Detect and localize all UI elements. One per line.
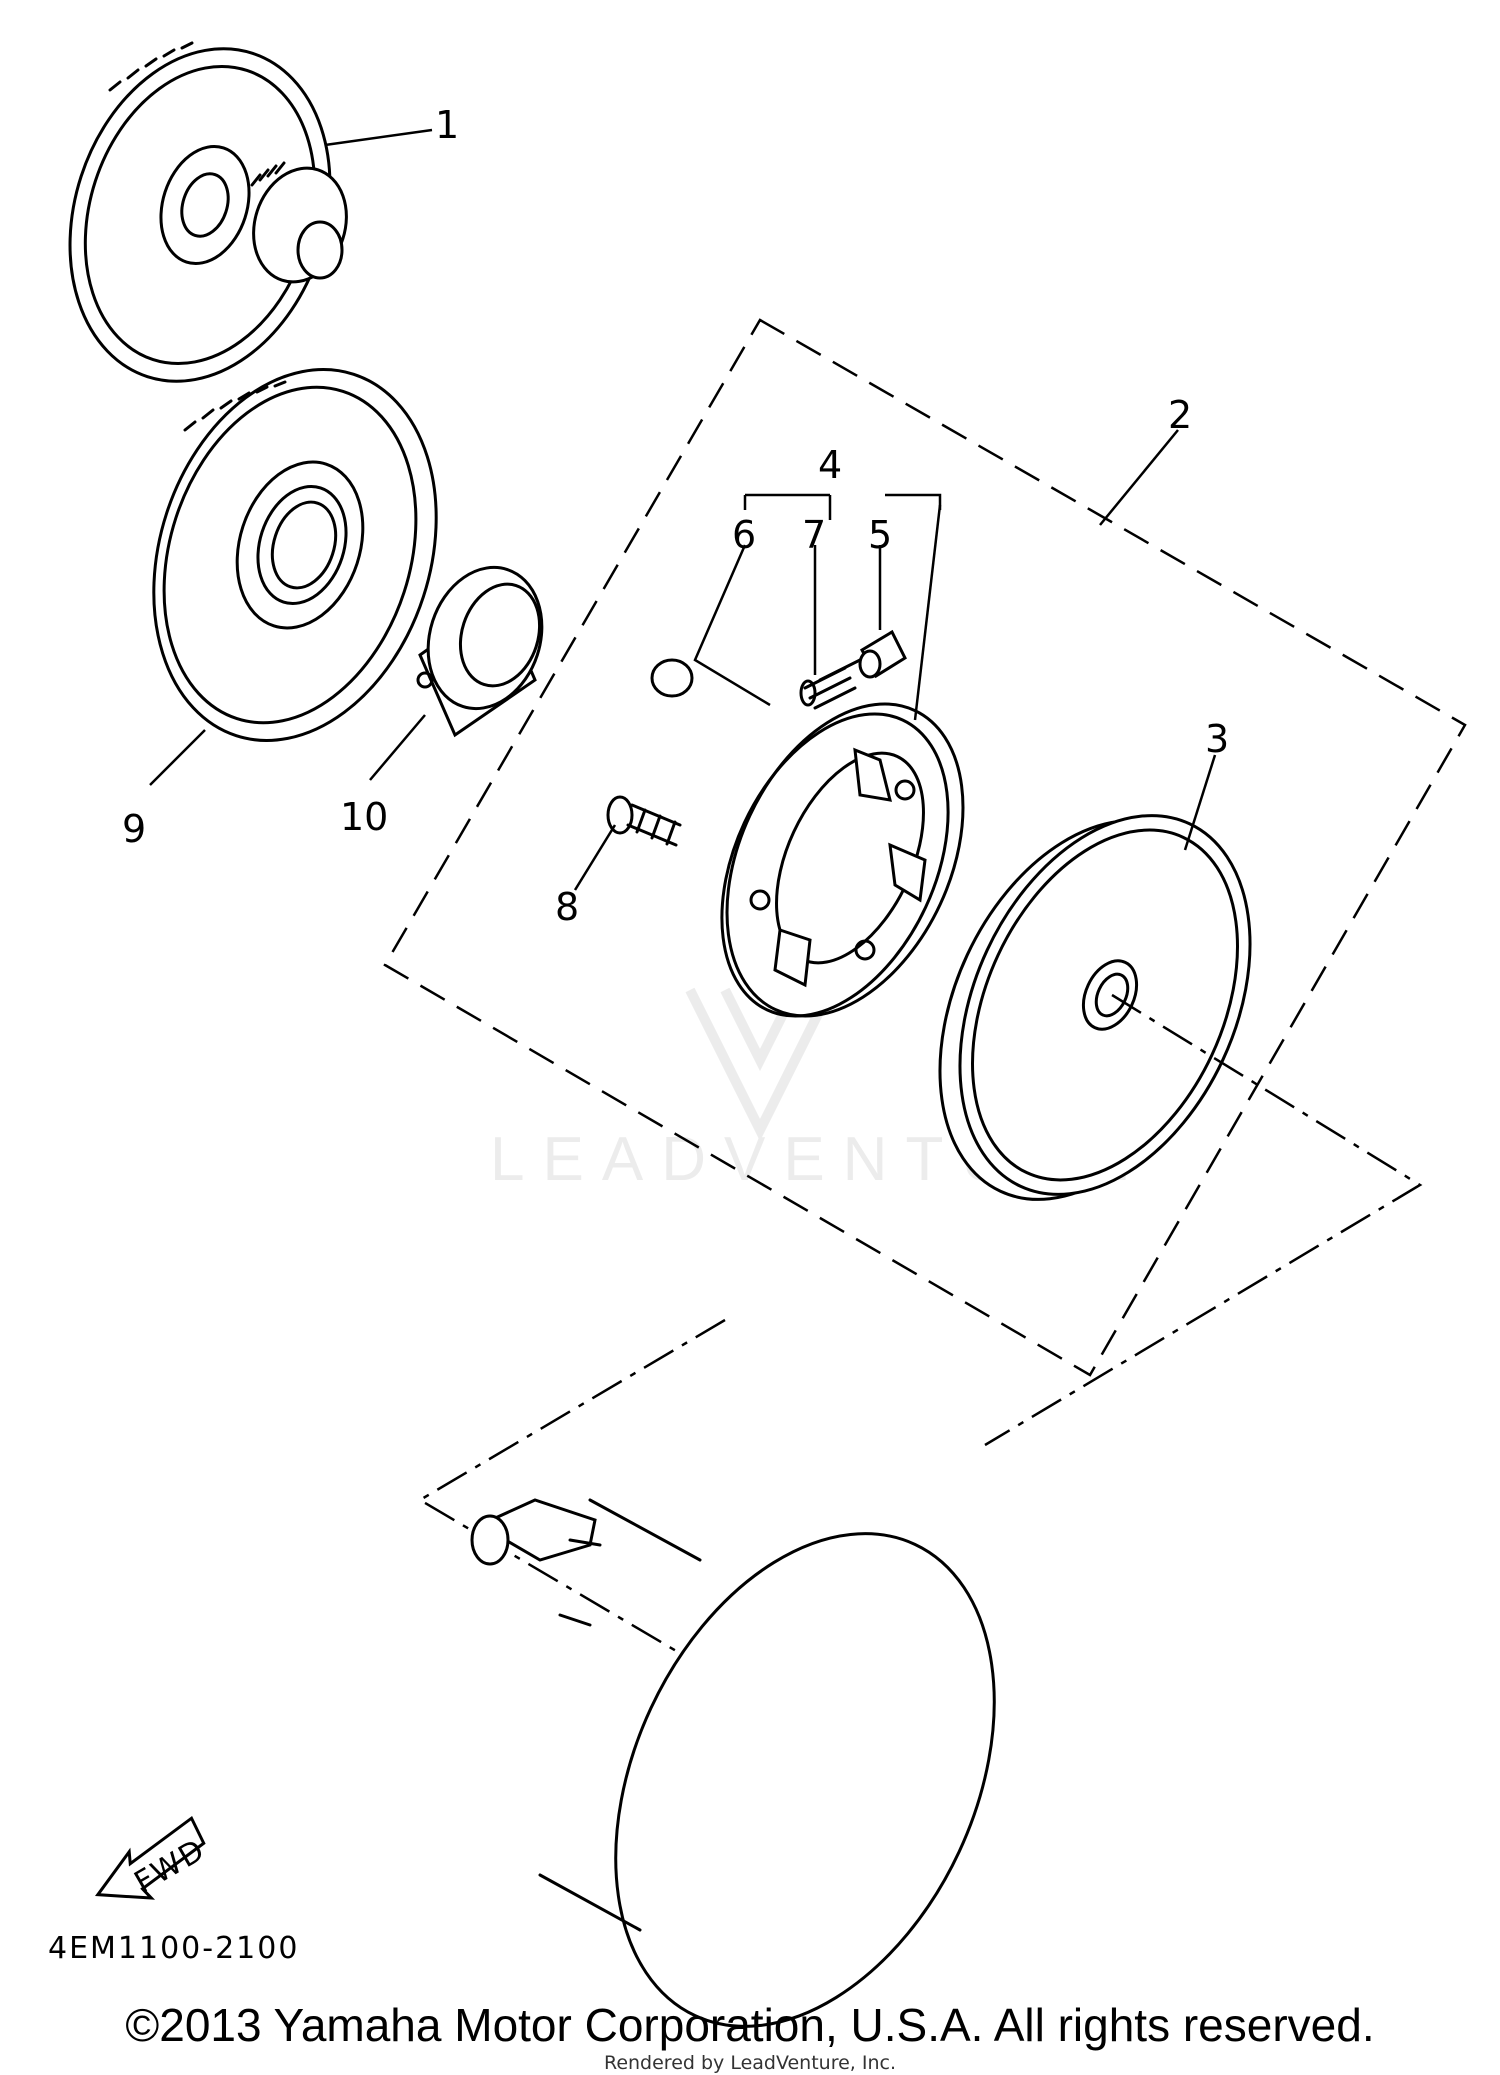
part-1-gear-assembly[interactable] [29,15,372,416]
rendered-by-notice: Rendered by LeadVenture, Inc. [603,2052,897,2074]
callout-1: 1 [435,103,459,147]
callout-10: 10 [340,795,388,839]
assembly-2-bracket [383,318,1467,1377]
leader-lines [149,128,1217,891]
part-3-starter-clutch[interactable] [883,769,1308,1246]
callout-2: 2 [1168,393,1192,437]
callout-9: 9 [122,807,146,851]
fwd-arrow: FWD [94,1815,212,1901]
part-7-spring[interactable] [799,658,862,710]
crankshaft-flywheel [470,1498,996,2028]
part-8-bolt[interactable] [606,795,682,847]
alignment-line-upper [984,993,1423,1447]
diagram-code: 4EM1100-2100 [48,1931,299,1966]
callout-6: 6 [732,513,756,557]
alignment-line-lower [417,1318,726,1667]
callout-4: 4 [818,443,842,487]
callout-7: 7 [802,513,826,557]
part-9-starter-wheel-gear[interactable] [108,333,482,778]
callout-numbers: 1 2 3 4 5 6 7 8 9 10 [122,103,1229,929]
part-5-plunger[interactable] [858,629,907,679]
callout-5: 5 [868,513,892,557]
callout-3: 3 [1205,717,1229,761]
part-4-one-way-clutch-set[interactable] [677,666,1010,1054]
part-10-collar[interactable] [410,553,559,738]
copyright-notice: ©2013 Yamaha Motor Corporation, U.S.A. A… [125,1999,1375,2051]
callout-8: 8 [555,885,579,929]
part-6-cap[interactable] [650,658,694,698]
